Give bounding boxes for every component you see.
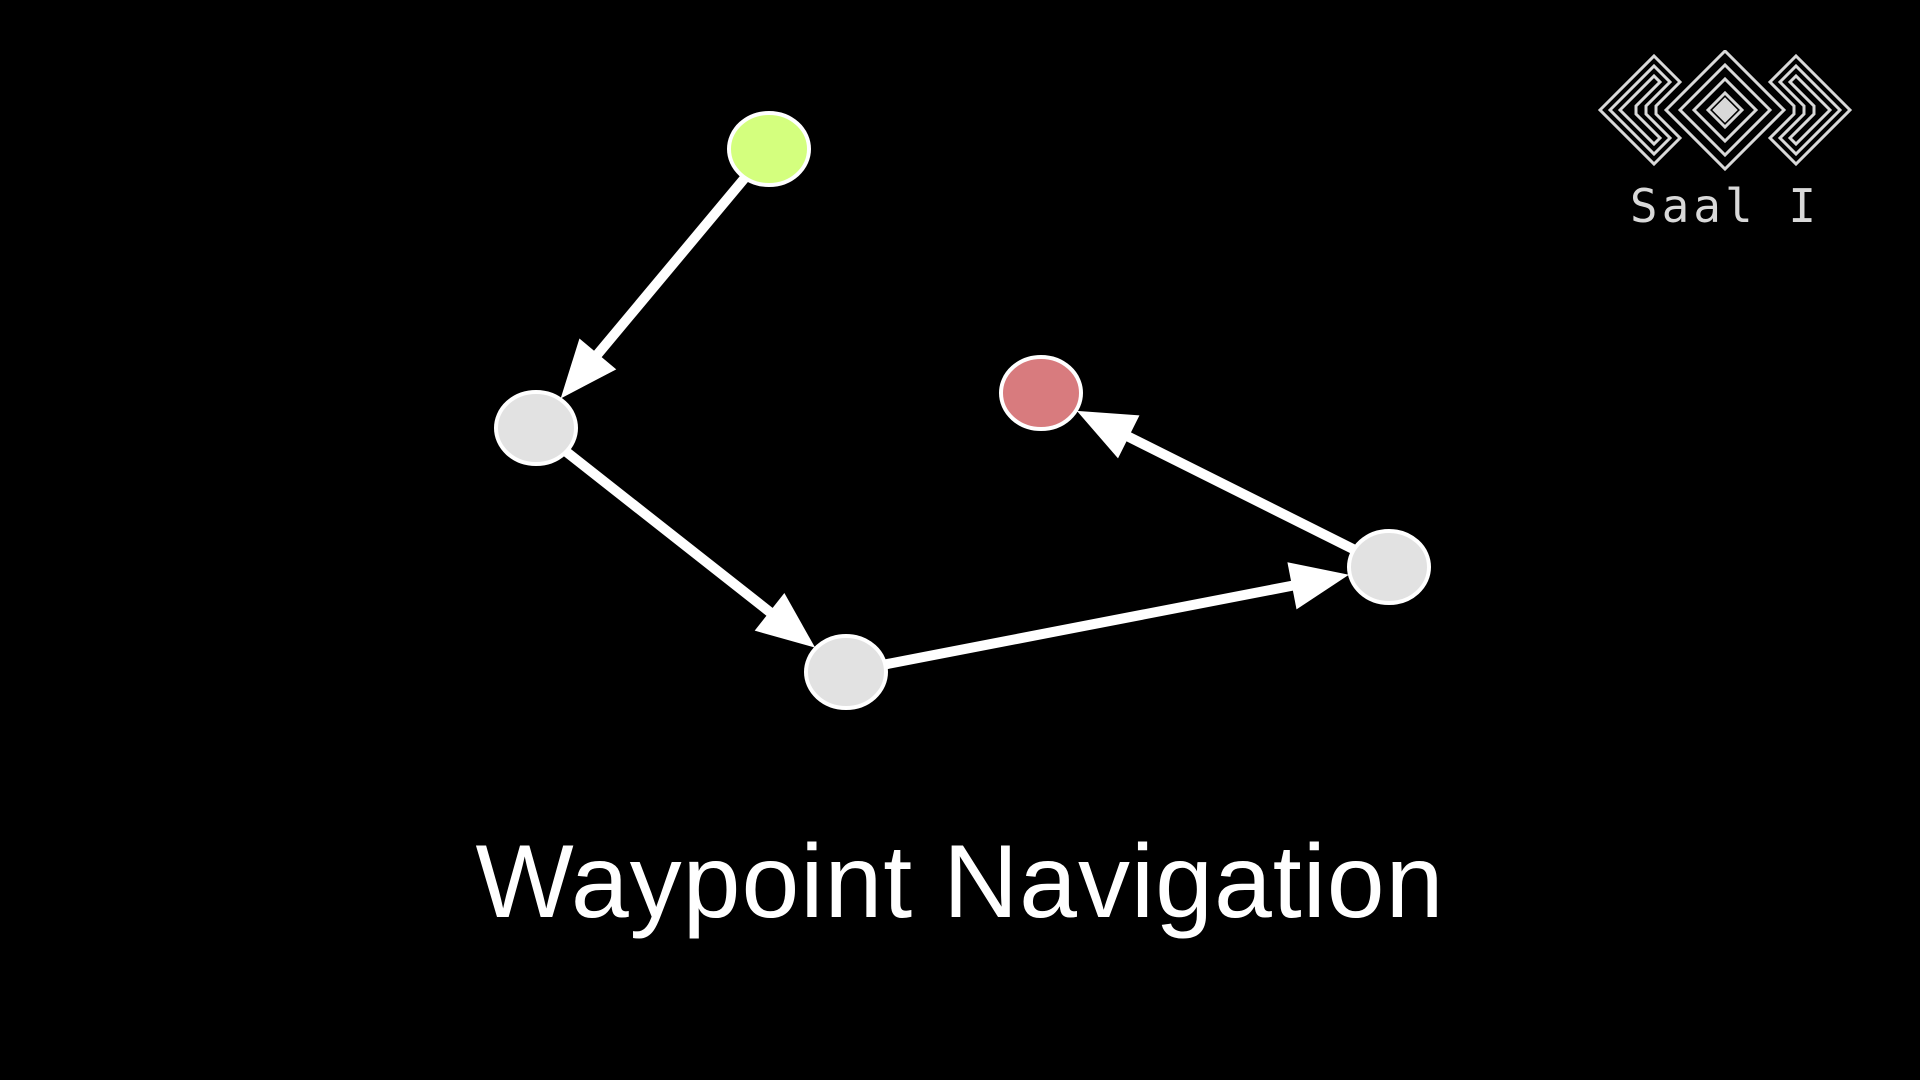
edge-line: [590, 171, 752, 362]
arrow-head: [1076, 410, 1140, 459]
waypoint-node: [1347, 529, 1431, 605]
arrow-head: [1287, 562, 1349, 610]
start-node: [727, 111, 811, 187]
edge-line: [559, 445, 778, 620]
edge-arrow: [1076, 410, 1360, 556]
edge-arrow: [560, 171, 752, 399]
conference-logo-icon: [1597, 50, 1853, 172]
waypoint-node: [804, 634, 888, 710]
arrow-head: [560, 338, 617, 399]
goal-node: [999, 355, 1083, 431]
edge-arrow: [880, 562, 1349, 671]
edge-line: [880, 579, 1299, 671]
conference-logo: Saal I: [1590, 50, 1860, 240]
room-label: Saal I: [1629, 179, 1821, 233]
nodes-layer: [494, 111, 1431, 710]
slide-title: Waypoint Navigation: [475, 824, 1445, 940]
waypoint-node: [494, 390, 578, 466]
edge-arrow: [559, 445, 816, 648]
arrow-head: [754, 592, 816, 648]
edge-line: [1121, 429, 1360, 556]
edges-layer: [559, 171, 1360, 671]
